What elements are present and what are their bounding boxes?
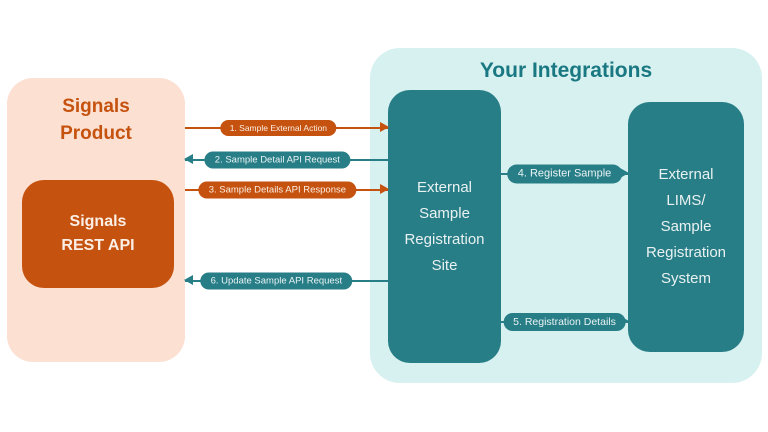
signals-product-panel: Signals Product Signals REST API (7, 78, 185, 362)
external-lims-box: External LIMS/ Sample Registration Syste… (628, 102, 744, 352)
arrow-label-pill: 4. Register Sample (506, 164, 623, 184)
arrowhead-right-icon (380, 184, 389, 194)
arrow-label-pill: 3. Sample Details API Response (198, 181, 357, 199)
arrow-label-pill: 6. Update Sample API Request (200, 272, 353, 290)
external-lims-label: External LIMS/ Sample Registration Syste… (645, 166, 727, 287)
external-sample-registration-site-label: External Sample Registration Site (404, 178, 485, 274)
external-sample-registration-site-box: External Sample Registration Site (388, 90, 501, 363)
signals-rest-api-label: Signals REST API (61, 213, 135, 254)
arrow-label-pill: 1. Sample External Action (220, 120, 337, 136)
signals-product-title: Signals Product (60, 96, 132, 144)
arrowhead-right-icon (380, 122, 389, 132)
arrow-label-pill: 2. Sample Detail API Request (204, 151, 350, 169)
arrowhead-left-icon (184, 154, 193, 164)
arrow-label-pill: 5. Registration Details (503, 313, 626, 331)
your-integrations-panel: Your Integrations External Sample Regist… (370, 48, 762, 383)
signals-rest-api-box: Signals REST API (22, 180, 174, 288)
arrowhead-left-icon (184, 275, 193, 285)
arrowhead-right-icon (620, 168, 629, 178)
your-integrations-title: Your Integrations (479, 59, 653, 82)
